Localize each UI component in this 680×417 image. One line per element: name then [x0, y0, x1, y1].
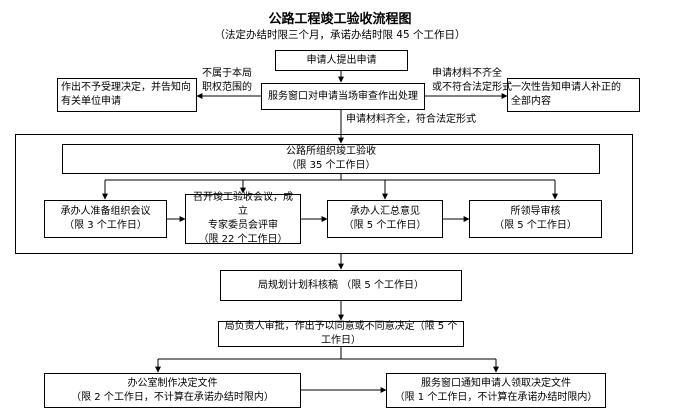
- review-meeting-line-1: 召开竣工验收会议，成立: [193, 192, 293, 217]
- leader-review-box: 所领导审核 （限 5 个工作日）: [469, 200, 602, 238]
- organize-acceptance-line-2: （限 35 个工作日）: [286, 160, 376, 171]
- review-meeting-box: 召开竣工验收会议，成立 专家委员会评审 （限 22 个工作日）: [185, 192, 301, 245]
- window-notify-line-2: （限 1 个工作日，不计算在承诺办结时限内）: [394, 391, 598, 403]
- office-document-line-2: （限 2 个工作日，不计算在承诺办结时限内）: [71, 391, 274, 403]
- prep-meeting-line-2: （限 3 个工作日）: [64, 220, 147, 231]
- acceptance-subprocess-frame: [15, 134, 633, 254]
- prep-meeting-line-1: 承办人准备组织会议: [60, 206, 151, 217]
- diagram-subtitle: （法定办结时限三个月，承诺办结时限 45 个工作日）: [214, 29, 466, 41]
- summary-box: 承办人汇总意见 （限 5 个工作日）: [327, 200, 443, 238]
- review-meeting-line-3: （限 22 个工作日）: [198, 234, 288, 245]
- diagram-title: 公路工程竣工验收流程图: [268, 12, 412, 27]
- not-in-scope-label-2: 职权范围的: [202, 82, 252, 93]
- notify-correction-box: 一次性告知申请人补正的 全部内容: [507, 78, 640, 112]
- review-meeting-line-2: 专家委员会评审: [208, 220, 278, 231]
- window-notify-line-1: 服务窗口通知申请人领取决定文件: [421, 377, 571, 389]
- leader-review-line-2: （限 5 个工作日）: [494, 220, 577, 231]
- organize-acceptance-box: 公路所组织竣工验收 （限 35 个工作日）: [62, 144, 600, 174]
- window-notify-box: 服务窗口通知申请人领取决定文件 （限 1 个工作日，不计算在承诺办结时限内）: [386, 373, 606, 408]
- not-in-scope-label-1: 不属于本局: [202, 68, 252, 79]
- notify-correction-line-2: 全部内容: [511, 96, 551, 107]
- summary-line-1: 承办人汇总意见: [350, 206, 420, 217]
- plan-review-label: 局规划计划科核稿 （限 5 个工作日）: [258, 279, 424, 291]
- organize-acceptance-line-1: 公路所组织竣工验收: [286, 146, 376, 157]
- incomplete-label-1: 申请材料不齐全: [432, 68, 502, 79]
- prep-meeting-box: 承办人准备组织会议 （限 3 个工作日）: [44, 200, 167, 238]
- window-review-label: 服务窗口对申请当场审查作出处理: [268, 90, 418, 102]
- complete-label: 申请材料齐全，符合法定形式: [346, 114, 476, 125]
- apply-label: 申请人提出申请: [306, 54, 377, 66]
- summary-line-2: （限 5 个工作日）: [343, 220, 427, 231]
- leader-review-line-1: 所领导审核: [510, 206, 561, 217]
- office-document-box: 办公室制作决定文件 （限 2 个工作日，不计算在承诺办结时限内）: [44, 373, 301, 408]
- approval-box: 局负责人审批，作出予以同意或不同意决定（限 5 个工作日）: [218, 321, 464, 347]
- office-document-line-1: 办公室制作决定文件: [127, 377, 218, 389]
- plan-review-box: 局规划计划科核稿 （限 5 个工作日）: [220, 270, 462, 301]
- window-review-box: 服务窗口对申请当场审查作出处理: [261, 83, 425, 110]
- approval-label: 局负责人审批，作出予以同意或不同意决定（限 5 个工作日）: [224, 321, 458, 346]
- incomplete-label-2: 或不符合法定形式: [432, 82, 512, 93]
- notify-correction-line-1: 一次性告知申请人补正的: [511, 82, 621, 93]
- reject-decision-box: 作出不予受理决定，并告知向 有关单位申请: [57, 78, 197, 112]
- reject-decision-line-1: 作出不予受理决定，并告知向: [61, 82, 191, 93]
- apply-box: 申请人提出申请: [275, 50, 408, 71]
- reject-decision-line-2: 有关单位申请: [61, 96, 121, 107]
